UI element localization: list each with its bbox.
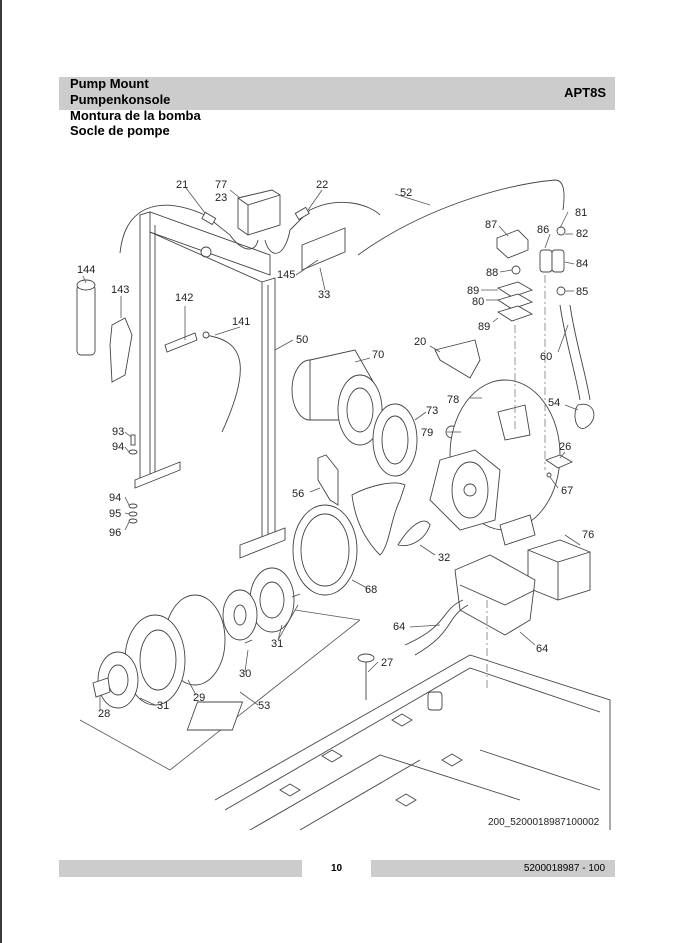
callout-23: 23 — [215, 192, 227, 204]
callout-29: 29 — [193, 692, 205, 704]
callout-28: 28 — [98, 708, 110, 720]
callout-84: 84 — [576, 258, 588, 270]
callout-142: 142 — [175, 292, 193, 304]
callout-22: 22 — [316, 179, 328, 191]
callout-68: 68 — [365, 584, 377, 596]
callout-27: 27 — [381, 657, 393, 669]
callout-144: 144 — [77, 264, 95, 276]
left-small-parts — [76, 279, 241, 433]
pump-stand-frame — [134, 211, 286, 559]
callout-20: 20 — [414, 336, 426, 348]
drawing-id: 200_5200018987100002 — [488, 817, 600, 828]
callout-33: 33 — [318, 289, 330, 301]
callout-95: 95 — [109, 508, 121, 520]
leader-lines — [82, 187, 581, 710]
junction-box — [237, 189, 281, 236]
callout-80: 80 — [472, 296, 484, 308]
callout-60: 60 — [540, 351, 552, 363]
bracket-plate — [301, 227, 346, 271]
support-bracket — [317, 454, 339, 506]
callout-94-top: 94 — [112, 441, 124, 453]
battery-and-box — [404, 539, 591, 656]
callout-94-bottom: 94 — [109, 492, 121, 504]
adapter-flange — [292, 504, 358, 596]
trailer-chassis — [186, 654, 611, 831]
footer-bar-right — [371, 860, 615, 877]
knob-pin — [357, 653, 375, 700]
pump-housing — [429, 339, 561, 546]
title-french: Socle de pompe — [70, 123, 170, 138]
document-number: 5200018987 - 100 — [523, 863, 605, 874]
top-right-parts — [496, 226, 595, 478]
header-bar — [59, 77, 615, 110]
callout-56: 56 — [292, 488, 304, 500]
title-german: Pumpenkonsole — [70, 92, 171, 107]
callout-64-right: 64 — [536, 643, 548, 655]
callout-31-top: 31 — [271, 638, 283, 650]
footer-bar-left — [59, 860, 302, 877]
callout-67: 67 — [561, 485, 573, 497]
page-left-border — [0, 0, 2, 943]
callout-89-top: 89 — [467, 285, 479, 297]
model-code: APT8S — [564, 85, 606, 100]
callout-88: 88 — [486, 267, 498, 279]
title-english: Pump Mount — [70, 76, 149, 91]
callout-81: 81 — [575, 207, 587, 219]
page-number: 10 — [330, 863, 343, 874]
callout-79: 79 — [421, 427, 433, 439]
callout-54: 54 — [548, 397, 560, 409]
callout-145: 145 — [277, 269, 295, 281]
callout-141: 141 — [232, 316, 250, 328]
exploded-parts-diagram: 21 77 23 22 52 81 87 86 82 84 88 89 80 8… — [0, 150, 673, 840]
callout-32: 32 — [438, 552, 450, 564]
callout-64-left: 64 — [393, 621, 405, 633]
coupling-guards — [351, 482, 431, 556]
callout-70: 70 — [372, 349, 384, 361]
callout-85: 85 — [576, 286, 588, 298]
callout-96: 96 — [109, 527, 121, 539]
callout-86: 86 — [537, 224, 549, 236]
callout-52: 52 — [400, 187, 412, 199]
callout-89-bottom: 89 — [478, 321, 490, 333]
callout-31-bottom: 31 — [157, 700, 169, 712]
bolt-stack — [128, 434, 138, 524]
callout-73: 73 — [426, 405, 438, 417]
callout-93: 93 — [112, 426, 124, 438]
callout-30: 30 — [239, 668, 251, 680]
callout-53: 53 — [258, 700, 270, 712]
coupling-assembly — [79, 567, 361, 771]
callout-78: 78 — [447, 394, 459, 406]
callout-77: 77 — [215, 179, 227, 191]
callout-76: 76 — [582, 529, 594, 541]
callout-26: 26 — [559, 441, 571, 453]
callout-87: 87 — [485, 219, 497, 231]
title-spanish: Montura de la bomba — [70, 108, 201, 123]
cables — [119, 179, 565, 256]
callout-21: 21 — [176, 179, 188, 191]
callout-50: 50 — [296, 334, 308, 346]
gasket — [372, 403, 418, 477]
callout-143: 143 — [111, 284, 129, 296]
callout-82: 82 — [576, 228, 588, 240]
valve-body — [291, 349, 383, 446]
